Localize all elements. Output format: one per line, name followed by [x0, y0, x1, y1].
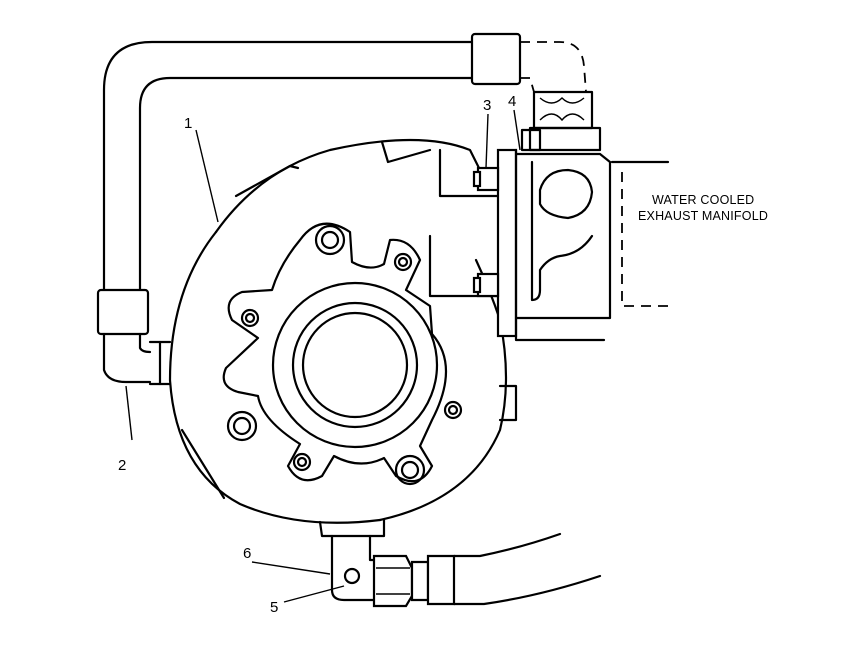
leader-lines [125, 109, 521, 603]
callout-5: 5 [270, 599, 278, 616]
mounting-plate [472, 148, 518, 338]
upper-oil-tube [102, 32, 602, 294]
turbocharger-housing [158, 138, 518, 538]
callout-1: 1 [184, 115, 192, 132]
callout-3: 3 [483, 97, 491, 114]
elbow-fitting-2 [96, 288, 162, 386]
callout-6: 6 [243, 545, 251, 562]
manifold-label-line2: EXHAUST MANIFOLD [638, 209, 768, 223]
mounting-flange [222, 222, 463, 486]
manifold-label-line1: WATER COOLED [652, 193, 754, 207]
callout-2: 2 [118, 457, 126, 474]
exhaust-manifold [514, 128, 670, 342]
drain-fittings [330, 532, 602, 608]
callout-4: 4 [508, 93, 516, 110]
